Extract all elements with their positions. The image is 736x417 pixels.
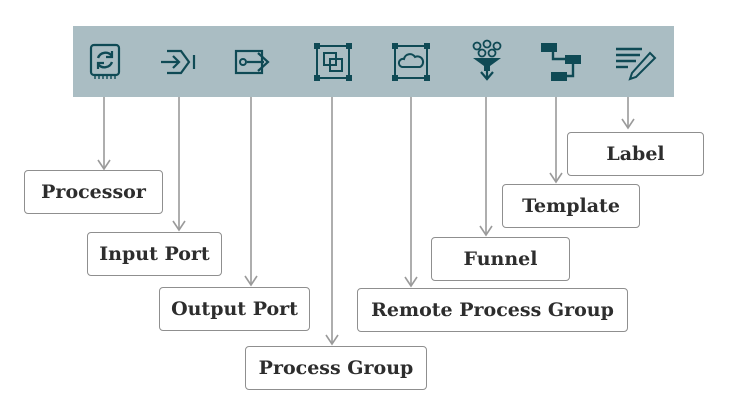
funnel-icon	[472, 39, 502, 81]
callout-label-text: Label	[606, 143, 665, 165]
label-tool[interactable]	[605, 26, 665, 97]
processor-icon	[89, 43, 121, 79]
callout-remote-process-group-text: Remote Process Group	[371, 299, 614, 321]
template-arrowhead	[549, 172, 563, 184]
callout-input-port: Input Port	[87, 232, 222, 276]
remote-process-group-tool[interactable]	[381, 26, 441, 97]
output-port-arrowhead	[244, 275, 258, 287]
label-arrowhead	[621, 118, 635, 130]
process-group-icon	[314, 42, 352, 81]
output-port-tool[interactable]	[225, 26, 285, 97]
callout-processor-text: Processor	[41, 181, 146, 203]
funnel-arrowhead	[479, 225, 493, 237]
callout-remote-process-group: Remote Process Group	[357, 288, 628, 332]
output-port-icon	[234, 49, 270, 74]
process-group-arrowhead	[325, 334, 339, 346]
template-icon	[541, 42, 581, 81]
callout-process-group: Process Group	[245, 346, 427, 390]
template-tool[interactable]	[531, 26, 591, 97]
callout-output-port-text: Output Port	[171, 298, 298, 320]
funnel-tool[interactable]	[457, 26, 517, 97]
input-port-arrowhead	[172, 220, 186, 232]
remote-process-group-arrowhead	[404, 276, 418, 288]
processor-arrowhead	[97, 159, 111, 171]
callout-process-group-text: Process Group	[258, 357, 414, 379]
label-icon	[616, 47, 657, 81]
callout-processor: Processor	[24, 170, 163, 214]
process-group-tool[interactable]	[303, 26, 363, 97]
component-toolbar	[73, 26, 674, 97]
callout-funnel: Funnel	[431, 237, 570, 281]
processor-tool[interactable]	[75, 26, 135, 97]
callout-label: Label	[567, 132, 704, 176]
remote-process-group-icon	[392, 42, 430, 81]
callout-input-port-text: Input Port	[99, 243, 210, 265]
input-port-icon	[161, 49, 196, 74]
callout-funnel-text: Funnel	[463, 248, 538, 270]
callout-output-port: Output Port	[159, 287, 310, 331]
input-port-tool[interactable]	[149, 26, 209, 97]
callout-template: Template	[502, 184, 640, 228]
callout-template-text: Template	[522, 195, 620, 217]
